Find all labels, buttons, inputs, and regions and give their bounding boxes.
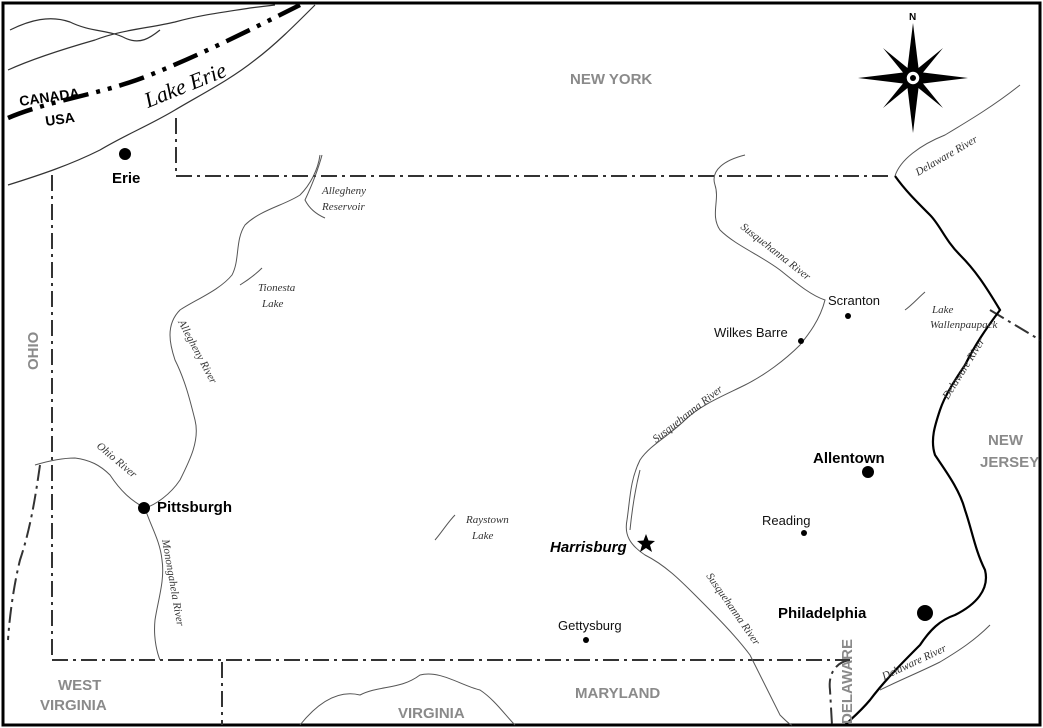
ny-nj-border: [989, 309, 1041, 341]
pittsburgh-marker-icon: [138, 502, 150, 514]
new-york-label: NEW YORK: [570, 71, 652, 88]
wv-border: [7, 464, 41, 641]
erie-marker-icon: [119, 148, 131, 160]
allegheny-river-line: [144, 154, 321, 509]
lake-erie-north-shore: [7, 4, 276, 71]
scranton-label: Scranton: [828, 293, 880, 308]
gettysburg-marker-icon: [583, 637, 589, 643]
scranton-marker-icon: [845, 313, 851, 319]
lake-erie-south-shore: [7, 4, 316, 186]
maryland-label: MARYLAND: [575, 685, 660, 702]
tionesta-lake-label-1: Tionesta: [258, 282, 296, 294]
lake-erie-canada-shore: [9, 18, 161, 42]
raystown-lake-label-2: Lake: [471, 530, 494, 542]
virginia-label: VIRGINIA: [398, 705, 465, 722]
allegheny-reservoir-label-2: Reservoir: [321, 201, 365, 213]
reading-marker-icon: [801, 530, 807, 536]
new-jersey-label-2: JERSEY: [980, 454, 1039, 471]
monongahela-river-label: Monongahela River: [159, 537, 186, 627]
allegheny-reservoir-label-1: Allegheny: [321, 185, 366, 197]
delaware-border: [828, 659, 851, 726]
new-york-border: [175, 118, 890, 177]
delaware-river-label-2: Delaware River: [940, 336, 988, 403]
ohio-river-line: [34, 457, 146, 509]
delaware-river-label-1: Delaware River: [913, 133, 981, 179]
wilkes-barre-label: Wilkes Barre: [714, 325, 788, 340]
susquehanna-river-label-3: Susquehanna River: [704, 571, 763, 648]
delaware-label: DELAWARE: [839, 639, 856, 724]
susquehanna-north-branch: [625, 154, 826, 726]
delaware-river-line: [844, 175, 1002, 726]
usa-label: USA: [44, 109, 76, 129]
philadelphia-marker-icon: [917, 605, 933, 621]
raystown-lake-label-1: Raystown: [465, 514, 509, 526]
pittsburgh-label: Pittsburgh: [157, 499, 232, 516]
philadelphia-label: Philadelphia: [778, 605, 867, 622]
canada-label: CANADA: [18, 85, 80, 109]
tionesta-lake: [239, 267, 263, 286]
harrisburg-capital-star-icon: [637, 534, 655, 552]
erie-label: Erie: [112, 170, 140, 187]
harrisburg-label: Harrisburg: [550, 539, 627, 556]
west-virginia-label-1: WEST: [58, 677, 101, 694]
compass-north-label: N: [909, 12, 916, 23]
allentown-label: Allentown: [813, 450, 885, 467]
tionesta-lake-label-2: Lake: [261, 298, 284, 310]
potomac-river-line: [299, 673, 516, 726]
new-jersey-label-1: NEW: [988, 432, 1024, 449]
monongahela-river-line: [144, 507, 164, 661]
susquehanna-west-branch: [629, 469, 641, 531]
lake-wallenpaupack-label-2: Wallenpaupack: [930, 319, 999, 331]
wilkes-barre-marker-icon: [798, 338, 804, 344]
allegheny-reservoir-lake: [304, 154, 326, 219]
west-virginia-label-2: VIRGINIA: [40, 697, 107, 714]
susquehanna-river-label-2: Susquehanna River: [650, 383, 725, 445]
gettysburg-label: Gettysburg: [558, 618, 622, 633]
ohio-river-label: Ohio River: [94, 440, 139, 481]
susquehanna-river-label-1: Susquehanna River: [738, 221, 813, 283]
ohio-label: OHIO: [25, 331, 42, 370]
raystown-lake: [434, 514, 456, 541]
lake-wallenpaupack-label-1: Lake: [931, 304, 954, 316]
compass-rose-icon: N: [858, 12, 968, 133]
allentown-marker-icon: [862, 466, 874, 478]
delaware-river-upper: [894, 84, 1021, 177]
lake-wallenpaupack: [904, 291, 926, 311]
delaware-river-lower: [879, 624, 991, 691]
reading-label: Reading: [762, 513, 810, 528]
